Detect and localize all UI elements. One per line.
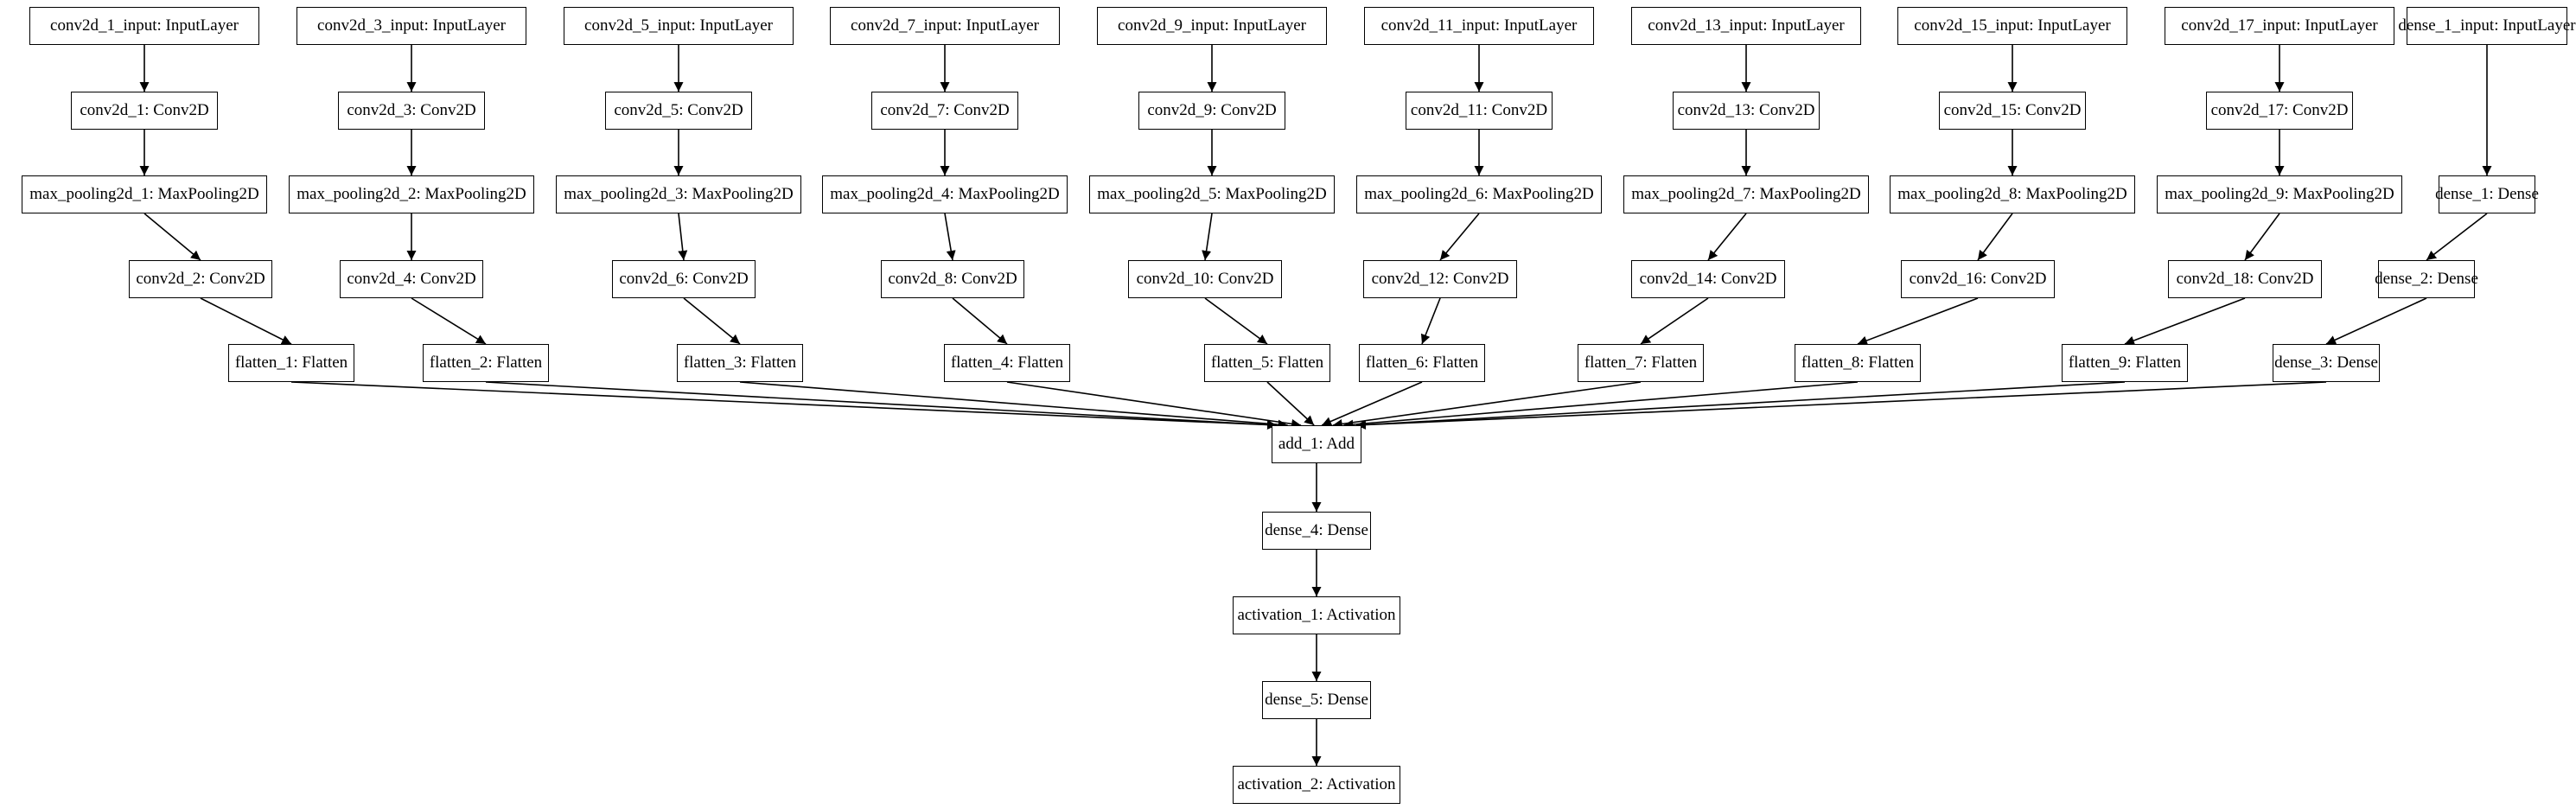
edge-max-pooling2d-7-to-conv2d-14 — [1707, 213, 1747, 261]
edge-flatten-7-to-add-1 — [1332, 381, 1642, 429]
layer-node-conv2d-6: conv2d_6: Conv2D — [612, 260, 756, 298]
edge-flatten-2-to-add-1 — [485, 381, 1278, 430]
layer-node-flatten-1: flatten_1: Flatten — [228, 344, 354, 382]
edge-conv2d-16-to-flatten-8 — [1857, 297, 1979, 346]
layer-node-max-pooling2d-1: max_pooling2d_1: MaxPooling2D — [22, 175, 267, 213]
layer-node-flatten-4: flatten_4: Flatten — [944, 344, 1070, 382]
layer-node-max-pooling2d-7: max_pooling2d_7: MaxPooling2D — [1623, 175, 1869, 213]
edge-dense-3-to-add-1 — [1355, 381, 2327, 430]
layer-node-conv2d-13: conv2d_13: Conv2D — [1673, 92, 1820, 130]
edge-max-pooling2d-8-to-conv2d-16 — [1977, 213, 2013, 261]
edge-flatten-1-to-add-1 — [290, 381, 1278, 430]
edge-flatten-8-to-add-1 — [1343, 381, 1859, 430]
edge-conv2d-14-to-flatten-7 — [1640, 297, 1709, 345]
edge-max-pooling2d-3-to-conv2d-6 — [678, 213, 688, 261]
layer-node-conv2d-11: conv2d_11: Conv2D — [1406, 92, 1553, 130]
layer-node-conv2d-9: conv2d_9: Conv2D — [1138, 92, 1285, 130]
layer-node-max-pooling2d-8: max_pooling2d_8: MaxPooling2D — [1890, 175, 2135, 213]
layer-node-conv2d-3: conv2d_3: Conv2D — [338, 92, 485, 130]
layer-node-conv2d-1: conv2d_1: Conv2D — [71, 92, 218, 130]
layer-node-flatten-6: flatten_6: Flatten — [1359, 344, 1485, 382]
edge-conv2d-18-to-flatten-9 — [2124, 297, 2246, 346]
layer-node-add-1: add_1: Add — [1272, 425, 1361, 463]
layer-node-conv2d-10: conv2d_10: Conv2D — [1128, 260, 1282, 298]
layer-node-max-pooling2d-9: max_pooling2d_9: MaxPooling2D — [2157, 175, 2402, 213]
layer-node-conv2d-5-input: conv2d_5_input: InputLayer — [564, 7, 794, 45]
edge-max-pooling2d-4-to-conv2d-8 — [944, 213, 956, 261]
edge-max-pooling2d-1-to-conv2d-2 — [143, 213, 201, 261]
layer-node-conv2d-8: conv2d_8: Conv2D — [881, 260, 1024, 298]
layer-node-conv2d-3-input: conv2d_3_input: InputLayer — [296, 7, 526, 45]
layer-node-conv2d-15-input: conv2d_15_input: InputLayer — [1897, 7, 2127, 45]
edge-max-pooling2d-9-to-conv2d-18 — [2244, 213, 2280, 261]
edge-flatten-3-to-add-1 — [739, 381, 1288, 430]
layer-node-conv2d-16: conv2d_16: Conv2D — [1901, 260, 2055, 298]
layer-node-max-pooling2d-5: max_pooling2d_5: MaxPooling2D — [1089, 175, 1335, 213]
edge-conv2d-2-to-flatten-1 — [200, 297, 292, 345]
layer-node-flatten-9: flatten_9: Flatten — [2062, 344, 2188, 382]
layer-node-conv2d-18: conv2d_18: Conv2D — [2168, 260, 2322, 298]
edge-dense-2-to-dense-3 — [2325, 297, 2427, 345]
edge-conv2d-12-to-flatten-6 — [1420, 297, 1441, 345]
layer-node-max-pooling2d-2: max_pooling2d_2: MaxPooling2D — [289, 175, 534, 213]
layer-node-dense-3: dense_3: Dense — [2273, 344, 2380, 382]
layer-node-conv2d-17-input: conv2d_17_input: InputLayer — [2165, 7, 2394, 45]
layer-node-conv2d-15: conv2d_15: Conv2D — [1939, 92, 2086, 130]
layer-node-conv2d-12: conv2d_12: Conv2D — [1363, 260, 1517, 298]
layer-node-dense-5: dense_5: Dense — [1262, 681, 1371, 719]
edge-conv2d-10-to-flatten-5 — [1204, 297, 1268, 345]
edge-conv2d-8-to-flatten-4 — [952, 297, 1008, 345]
edge-conv2d-4-to-flatten-2 — [411, 297, 487, 345]
edge-conv2d-6-to-flatten-3 — [683, 297, 741, 345]
edge-flatten-5-to-add-1 — [1266, 381, 1315, 426]
layer-node-flatten-5: flatten_5: Flatten — [1204, 344, 1330, 382]
layer-node-dense-1-input: dense_1_input: InputLayer — [2398, 7, 2576, 45]
layer-node-conv2d-14: conv2d_14: Conv2D — [1631, 260, 1785, 298]
layer-node-dense-4: dense_4: Dense — [1262, 512, 1371, 550]
layer-node-conv2d-7: conv2d_7: Conv2D — [871, 92, 1018, 130]
layer-node-conv2d-4: conv2d_4: Conv2D — [340, 260, 483, 298]
layer-node-conv2d-11-input: conv2d_11_input: InputLayer — [1364, 7, 1594, 45]
edge-dense-1-to-dense-2 — [2426, 213, 2488, 261]
edge-flatten-9-to-add-1 — [1355, 381, 2126, 430]
layer-node-flatten-8: flatten_8: Flatten — [1795, 344, 1921, 382]
layer-node-conv2d-1-input: conv2d_1_input: InputLayer — [29, 7, 259, 45]
layer-node-max-pooling2d-6: max_pooling2d_6: MaxPooling2D — [1356, 175, 1602, 213]
layer-node-flatten-2: flatten_2: Flatten — [423, 344, 549, 382]
layer-node-flatten-3: flatten_3: Flatten — [677, 344, 803, 382]
layer-node-dense-2: dense_2: Dense — [2375, 260, 2478, 298]
layer-node-conv2d-13-input: conv2d_13_input: InputLayer — [1631, 7, 1861, 45]
layer-node-flatten-7: flatten_7: Flatten — [1578, 344, 1704, 382]
layer-node-max-pooling2d-4: max_pooling2d_4: MaxPooling2D — [822, 175, 1068, 213]
layer-node-conv2d-5: conv2d_5: Conv2D — [605, 92, 752, 130]
edge-max-pooling2d-6-to-conv2d-12 — [1439, 213, 1480, 261]
edge-flatten-4-to-add-1 — [1006, 381, 1302, 429]
layer-node-activation-1: activation_1: Activation — [1233, 596, 1400, 634]
layer-node-conv2d-17: conv2d_17: Conv2D — [2206, 92, 2353, 130]
edge-max-pooling2d-5-to-conv2d-10 — [1202, 213, 1213, 261]
layer-node-conv2d-9-input: conv2d_9_input: InputLayer — [1097, 7, 1327, 45]
layer-node-activation-2: activation_2: Activation — [1233, 766, 1400, 804]
layer-node-conv2d-7-input: conv2d_7_input: InputLayer — [830, 7, 1060, 45]
layer-node-max-pooling2d-3: max_pooling2d_3: MaxPooling2D — [556, 175, 801, 213]
edge-flatten-6-to-add-1 — [1321, 381, 1423, 426]
layer-node-conv2d-2: conv2d_2: Conv2D — [129, 260, 272, 298]
layer-node-dense-1: dense_1: Dense — [2435, 175, 2539, 213]
